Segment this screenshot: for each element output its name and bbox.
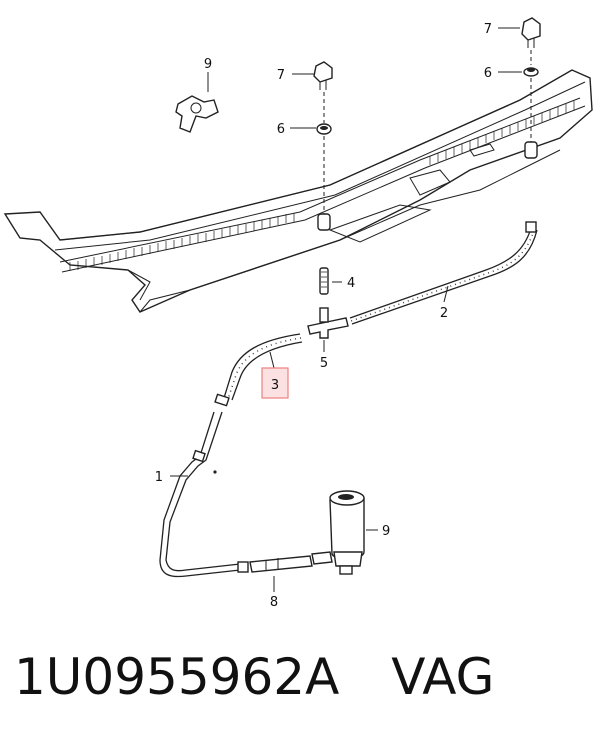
nozzle-left	[313, 61, 333, 90]
t-piece	[307, 307, 349, 339]
connector-straight	[319, 267, 329, 295]
connector-pump	[249, 555, 313, 573]
callout-nozzle-right: 7	[484, 22, 492, 37]
callout-clip: 9	[204, 57, 212, 72]
highlight-box[interactable]	[261, 367, 289, 399]
nozzle-mount-left	[317, 213, 331, 231]
seal-left	[316, 123, 332, 135]
brand-name: VAG	[391, 648, 495, 706]
hose-front	[159, 393, 249, 578]
callout-hose-highlighted[interactable]: 3	[271, 378, 279, 393]
reference-dot	[213, 470, 217, 474]
pump	[311, 490, 365, 575]
callout-hose-front: 1	[155, 470, 163, 485]
part-number: 1U0955962A	[14, 648, 340, 706]
callout-seal-right: 6	[484, 66, 492, 81]
leader-lines	[170, 27, 522, 592]
callout-t-piece: 5	[320, 356, 328, 371]
nozzle-right	[521, 17, 541, 48]
hose-highlighted	[223, 333, 303, 401]
callout-seal-left: 6	[277, 122, 285, 137]
clip	[175, 95, 219, 133]
callout-connector-pump: 8	[270, 595, 278, 610]
nozzle-mount-right	[524, 141, 538, 159]
callout-hose-right: 2	[440, 306, 448, 321]
seal-right	[523, 67, 539, 77]
cowl-panel	[3, 69, 593, 313]
callout-pump: 9	[382, 524, 390, 539]
rail-slots	[69, 101, 575, 271]
footer: 1U0955962A VAG	[14, 648, 594, 718]
callout-connector-straight: 4	[347, 276, 355, 291]
hose-right	[349, 221, 538, 325]
callout-nozzle-left: 7	[277, 68, 285, 83]
callout-labels: 9 7 6 7 6 4 5 2 3 1 8 9	[155, 22, 492, 610]
